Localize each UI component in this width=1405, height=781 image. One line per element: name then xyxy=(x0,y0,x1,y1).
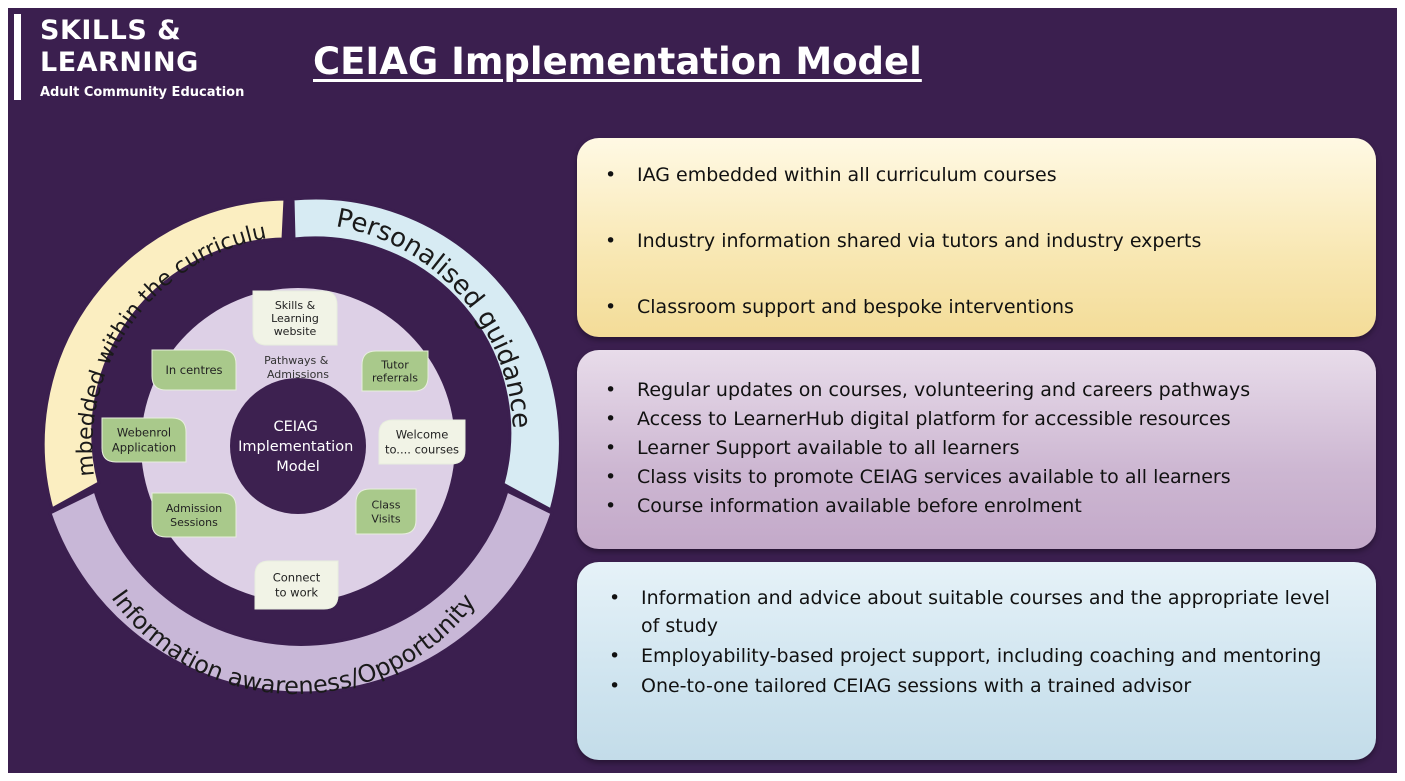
list-item: Information and advice about suitable co… xyxy=(577,584,1376,640)
center-circle xyxy=(230,378,366,514)
segment-embedded-curriculum xyxy=(41,197,287,512)
logo-subtitle: Adult Community Education xyxy=(40,85,245,100)
list-item: Access to LearnerHub digital platform fo… xyxy=(577,405,1376,434)
info-box-information-list: Regular updates on courses, volunteering… xyxy=(577,350,1376,521)
tile-shape xyxy=(101,417,187,463)
tile-shape xyxy=(151,349,237,391)
list-item: Industry information shared via tutors a… xyxy=(577,229,1376,253)
list-item: IAG embedded within all curriculum cours… xyxy=(577,163,1376,187)
list-item: Course information available before enro… xyxy=(577,492,1376,521)
list-item: Classroom support and bespoke interventi… xyxy=(577,295,1376,319)
center-label: CEIAG Implementation Model xyxy=(238,419,358,475)
segment-personalised-guidance xyxy=(291,196,562,513)
tile-shape xyxy=(378,419,466,465)
tile-label: In centres xyxy=(165,363,222,377)
info-box-personalised-list: Information and advice about suitable co… xyxy=(577,562,1376,700)
segment-information-awareness xyxy=(48,488,554,695)
pathways-admissions-label: Pathways & Admissions xyxy=(264,354,332,381)
tile-shape xyxy=(355,488,417,535)
logo-bar xyxy=(14,14,21,100)
info-box-embedded: IAG embedded within all curriculum cours… xyxy=(577,138,1376,337)
list-item: One-to-one tailored CEIAG sessions with … xyxy=(577,672,1376,700)
tile-shape xyxy=(252,290,338,346)
list-item: Employability-based project support, inc… xyxy=(577,642,1376,670)
tile-in-centres: In centres xyxy=(151,349,237,391)
list-item: Regular updates on courses, volunteering… xyxy=(577,376,1376,405)
info-box-embedded-list: IAG embedded within all curriculum cours… xyxy=(577,138,1376,319)
tile-shape xyxy=(151,492,237,538)
list-item: Learner Support available to all learner… xyxy=(577,434,1376,463)
info-box-information: Regular updates on courses, volunteering… xyxy=(577,350,1376,549)
list-item: Class visits to promote CEIAG services a… xyxy=(577,463,1376,492)
page-title: CEIAG Implementation Model xyxy=(313,40,922,83)
tile-shape xyxy=(254,560,339,610)
info-box-personalised: Information and advice about suitable co… xyxy=(577,562,1376,760)
logo-line-1: SKILLS & xyxy=(40,15,182,46)
logo-line-2: LEARNING xyxy=(40,47,199,78)
tile-shape xyxy=(361,350,429,392)
